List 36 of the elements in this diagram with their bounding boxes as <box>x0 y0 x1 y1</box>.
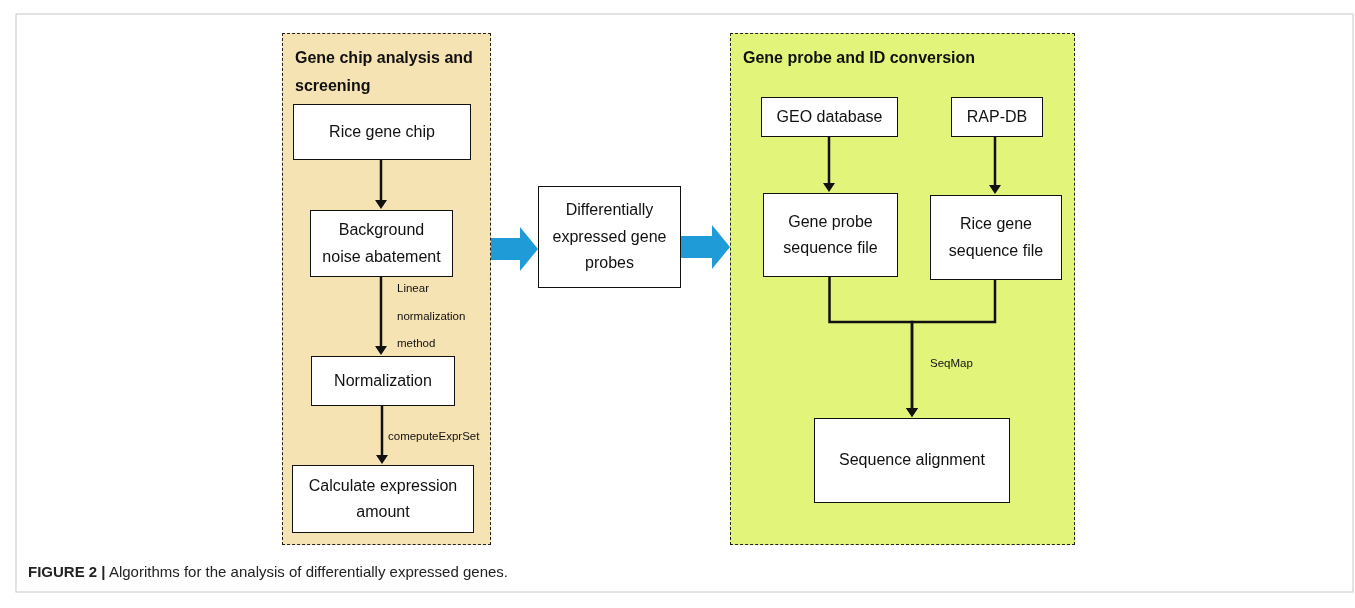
arrow <box>823 136 835 192</box>
process-box <box>310 210 453 277</box>
edge-label: Linear normalization method <box>397 281 467 352</box>
arrow <box>989 136 1001 194</box>
box-label: Background noise abatement <box>321 220 442 267</box>
arrow <box>375 159 387 209</box>
process-box <box>930 195 1062 280</box>
box-label: GEO database <box>776 106 883 127</box>
box-label: Normalization <box>334 370 432 391</box>
arrow <box>906 279 997 417</box>
process-box <box>292 465 474 533</box>
process-box <box>293 104 471 160</box>
edge-label: comeputeExprSet <box>388 429 480 444</box>
process-box <box>763 193 898 277</box>
block-arrow <box>681 225 730 269</box>
arrow <box>375 276 387 355</box>
panel-title: Gene chip analysis and screening <box>295 48 474 96</box>
box-label: Calculate expression amount <box>307 475 459 522</box>
box-label: Gene probe sequence file <box>782 211 879 258</box>
box-label: Rice gene chip <box>329 121 435 142</box>
panel-title: Gene probe and ID conversion <box>743 48 977 68</box>
figure-caption: FIGURE 2 | Algorithms for the analysis of differentially expressed genes. <box>28 563 508 580</box>
process-box <box>538 186 681 288</box>
arrow <box>376 405 388 464</box>
edge-label: SeqMap <box>930 356 973 371</box>
box-label: RAP-DB <box>966 106 1028 127</box>
dashed-panel <box>730 33 1075 545</box>
process-box <box>311 356 455 406</box>
process-box <box>951 97 1043 137</box>
block-arrow <box>491 227 538 271</box>
process-box <box>814 418 1010 503</box>
process-box <box>761 97 898 137</box>
box-label: Differentially expressed gene probes <box>551 200 668 274</box>
box-label: Rice gene sequence file <box>947 214 1045 261</box>
box-label: Sequence alignment <box>839 450 985 471</box>
dashed-panel <box>282 33 491 545</box>
